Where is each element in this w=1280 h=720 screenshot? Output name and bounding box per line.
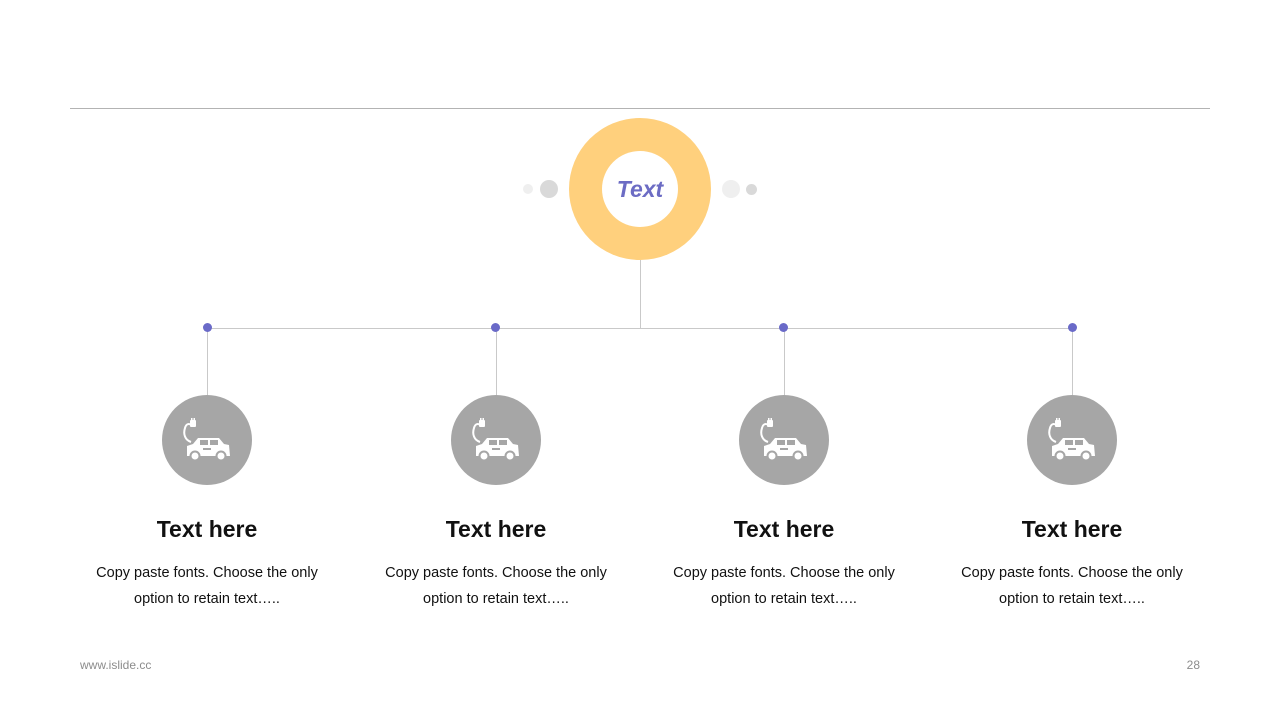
decor-dot-right-large [722,180,740,198]
item-desc-line: option to retain text….. [711,591,857,607]
item-title-3: Text here [733,516,835,542]
ev-car-icon [760,418,807,462]
item-desc-line: Copy paste fonts. Choose the only [96,565,318,581]
item-icon-circle-1 [162,395,252,485]
item-desc-4: Copy paste fonts. Choose the only option… [942,560,1202,612]
item-title-1: Text here [156,516,258,542]
item-desc-1: Copy paste fonts. Choose the only option… [77,560,337,612]
branch-node-4 [1068,323,1077,332]
branch-connector-4 [1072,328,1073,396]
decor-dot-right-small [746,184,757,195]
item-desc-line: option to retain text….. [134,591,280,607]
decor-dot-left-large [540,180,558,198]
decor-dot-left-small [523,184,533,194]
item-icon-circle-3 [739,395,829,485]
item-desc-line: Copy paste fonts. Choose the only [961,565,1183,581]
item-icon-circle-2 [451,395,541,485]
item-desc-line: Copy paste fonts. Choose the only [673,565,895,581]
branch-connector-1 [207,328,208,396]
item-title-4: Text here [1021,516,1123,542]
branch-connector-2 [496,328,497,396]
branch-node-3 [779,323,788,332]
branch-connector-3 [784,328,785,396]
item-icon-circle-4 [1027,395,1117,485]
branch-node-2 [491,323,500,332]
item-desc-line: option to retain text….. [423,591,569,607]
branch-node-1 [203,323,212,332]
top-divider [70,108,1210,109]
item-desc-line: option to retain text….. [999,591,1145,607]
item-desc-line: Copy paste fonts. Choose the only [385,565,607,581]
item-desc-3: Copy paste fonts. Choose the only option… [654,560,914,612]
footer-website: www.islide.cc [80,658,152,672]
central-hub-center: Text [602,151,678,227]
ev-car-icon [183,418,230,462]
page-number: 28 [1186,658,1200,672]
central-hub-label: Text [616,175,664,202]
ev-car-icon [1048,418,1095,462]
branch-line [208,328,1073,329]
item-desc-2: Copy paste fonts. Choose the only option… [366,560,626,612]
central-hub: Text [569,118,711,260]
item-title-2: Text here [445,516,547,542]
ev-car-icon [472,418,519,462]
hub-connector [640,260,641,328]
